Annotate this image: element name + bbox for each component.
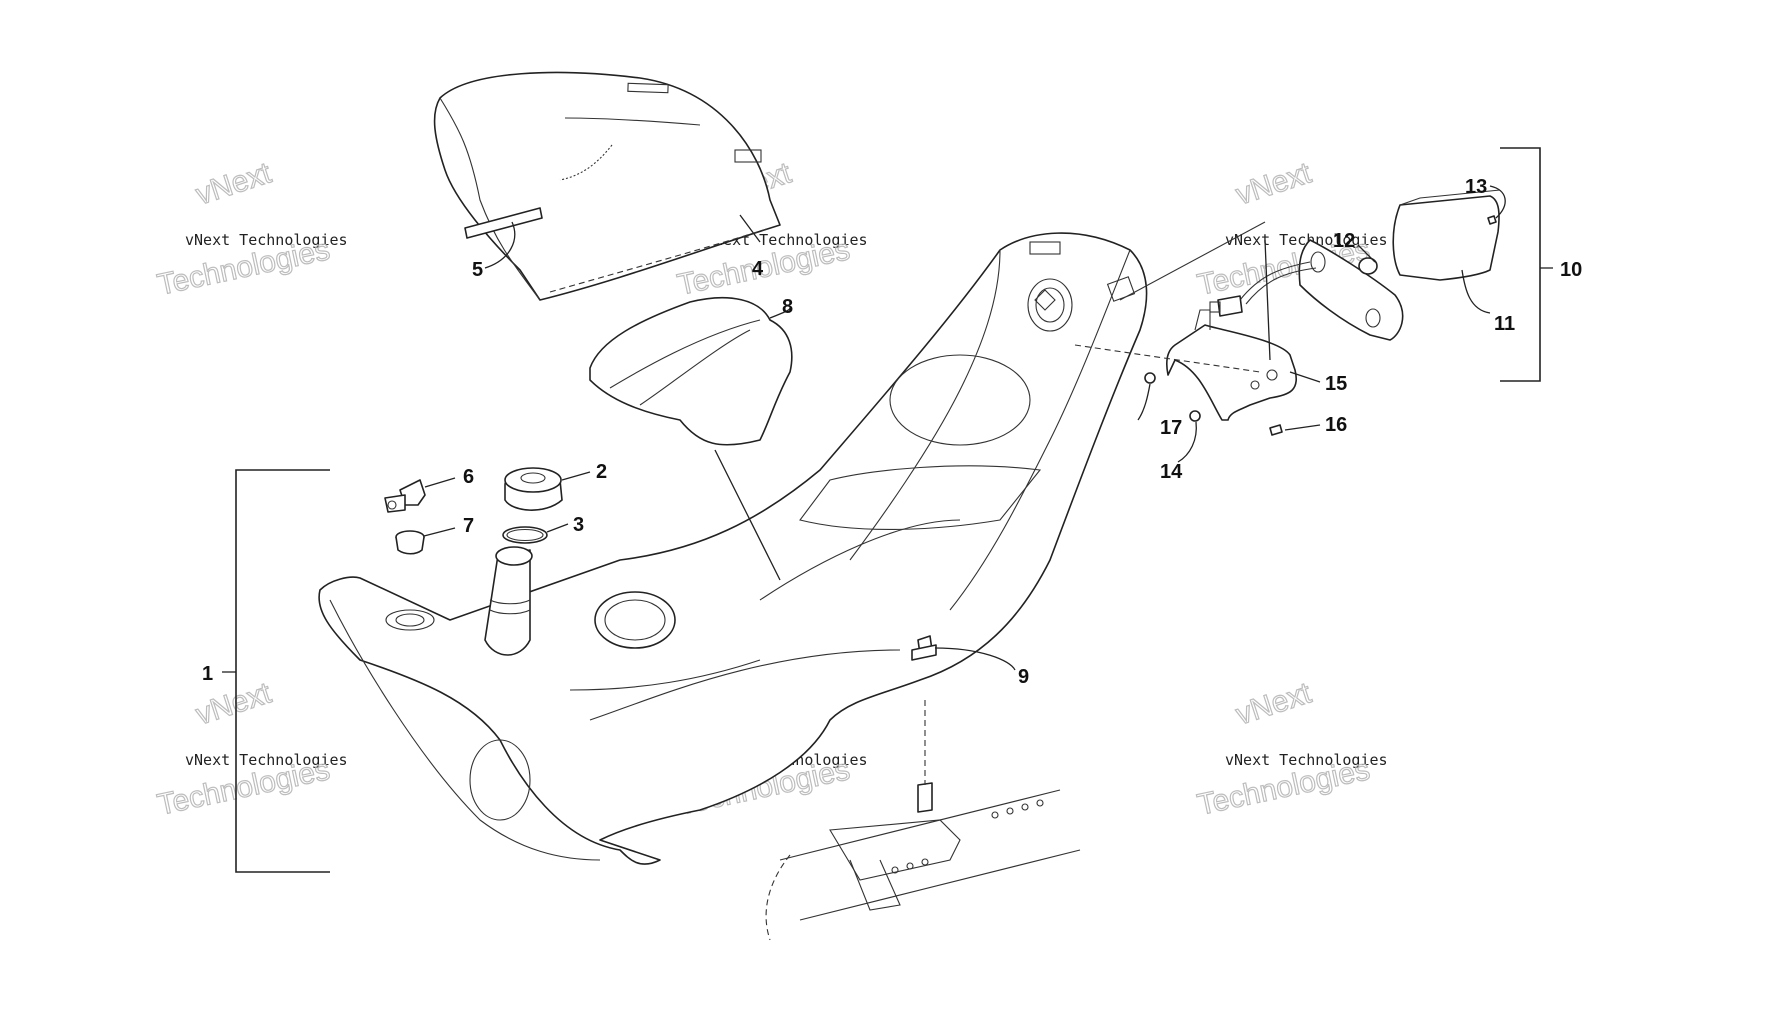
callout-1: 1 (202, 663, 213, 685)
svg-text:vNext Technologies: vNext Technologies (185, 751, 348, 769)
watermark-bottom-right: vNext vNext Technologies Technologies (1194, 676, 1388, 823)
leader-6 (424, 477, 456, 488)
leader-8b (714, 449, 781, 581)
stud-part (911, 635, 937, 661)
filler-neck-part (484, 546, 533, 656)
callout-11: 11 (1494, 313, 1515, 335)
foam-pad-part (589, 296, 793, 446)
mount-guide-line (1074, 344, 1261, 373)
callout-10: 10 (1560, 259, 1582, 281)
assembly-guide-line (1119, 221, 1266, 301)
leader-12 (1357, 244, 1376, 263)
bulb-part (1358, 257, 1378, 275)
callout-6: 6 (463, 466, 474, 488)
leader-4 (739, 214, 761, 243)
svg-text:vNext: vNext (1232, 676, 1316, 731)
fuel-cap-part (504, 467, 563, 511)
leader-16 (1284, 424, 1321, 431)
callout-9: 9 (1018, 666, 1029, 688)
leader-7 (423, 527, 456, 537)
callout-13: 13 (1465, 176, 1487, 198)
callout-14: 14 (1160, 461, 1183, 483)
callout-12: 12 (1333, 230, 1355, 252)
callout-16: 16 (1325, 414, 1347, 436)
leader-8 (769, 307, 791, 319)
nut-part (1144, 215, 1497, 436)
leader-15 (1289, 371, 1321, 383)
svg-text:vNext: vNext (1232, 156, 1316, 211)
callout-17: 17 (1160, 417, 1182, 439)
callout-15: 15 (1325, 373, 1347, 395)
license-bracket-part (1166, 309, 1297, 421)
callout-5: 5 (472, 259, 483, 281)
o-ring-part (502, 526, 548, 544)
wire-harness-part (1209, 261, 1317, 317)
bracket-taillight-assembly (1500, 147, 1541, 382)
svg-text:vNext Technologies: vNext Technologies (185, 231, 348, 249)
leader-9 (934, 647, 1016, 671)
leader-17 (1137, 383, 1151, 421)
fuel-tank-part (318, 232, 1148, 865)
tail-light-lens-part (1392, 189, 1501, 281)
callout-8: 8 (782, 296, 793, 318)
seat-cover-part (433, 71, 781, 301)
grommet-part (395, 530, 425, 555)
callout-4: 4 (752, 258, 764, 280)
callout-2: 2 (596, 461, 607, 483)
frame-bracket-part (765, 700, 1081, 941)
leader-11 (1461, 269, 1491, 314)
watermark-top-left: vNext vNext Technologies Technologies (154, 156, 348, 303)
svg-text:vNext: vNext (192, 156, 276, 211)
svg-text:vNext Technologies: vNext Technologies (1225, 751, 1388, 769)
bracket-tank-assembly (235, 469, 330, 873)
leader-3 (546, 523, 569, 533)
callout-3: 3 (573, 514, 584, 536)
leader-13 (1489, 185, 1506, 219)
leader-2 (561, 471, 591, 481)
watermark-bottom-left: vNext vNext Technologies Technologies (154, 676, 348, 823)
callout-7: 7 (463, 515, 474, 537)
leader-15b (1264, 239, 1271, 361)
leader-14 (1177, 421, 1197, 463)
seat-strip-part (464, 207, 543, 239)
leader-5 (484, 221, 516, 269)
valve-part (384, 479, 426, 513)
